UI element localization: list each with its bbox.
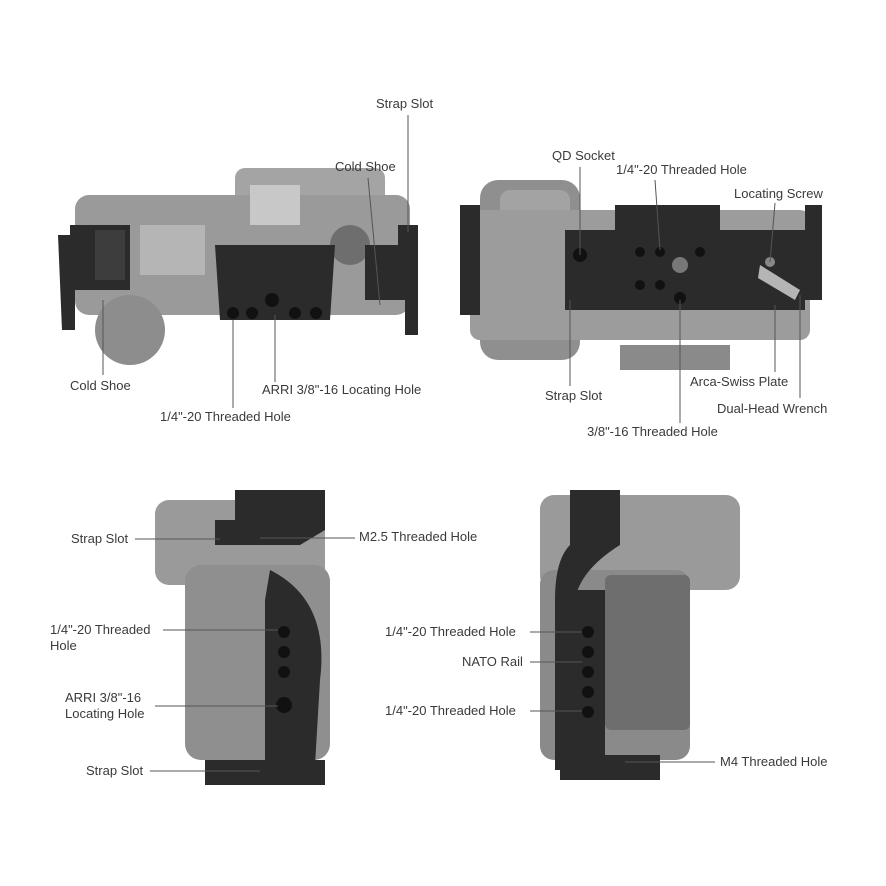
label-arri-locating-hole-top: ARRI 3/8"-16 Locating Hole xyxy=(262,382,422,397)
leader-lines xyxy=(102,115,801,772)
bottom-view-illustration xyxy=(460,180,822,370)
label-strap-slot-bottom: Strap Slot xyxy=(545,388,603,403)
label-locating-screw: Locating Screw xyxy=(734,186,823,201)
label-m4-threaded-hole: M4 Threaded Hole xyxy=(720,754,828,769)
label-cold-shoe-left: Cold Shoe xyxy=(70,378,131,393)
label-quarter-threaded-hole-side-upper: 1/4"-20 Threaded Hole xyxy=(385,624,516,639)
label-quarter-threaded-hole-bottom: 1/4"-20 Threaded Hole xyxy=(616,162,747,177)
label-arca-swiss-plate: Arca-Swiss Plate xyxy=(690,374,789,389)
label-strap-slot-top: Strap Slot xyxy=(376,96,434,111)
label-quarter-threaded-hole-grip: 1/4"-20 Threaded Hole xyxy=(50,622,151,653)
label-strap-slot-grip-bottom: Strap Slot xyxy=(86,763,144,778)
label-m25-threaded-hole: M2.5 Threaded Hole xyxy=(359,529,478,544)
label-three-eighths-threaded-hole: 3/8"-16 Threaded Hole xyxy=(587,424,718,439)
label-quarter-threaded-hole-side-lower: 1/4"-20 Threaded Hole xyxy=(385,703,516,718)
grip-side-illustration xyxy=(155,490,330,785)
label-dual-head-wrench: Dual-Head Wrench xyxy=(717,401,828,416)
label-nato-rail: NATO Rail xyxy=(462,654,523,669)
label-cold-shoe-right: Cold Shoe xyxy=(335,159,396,174)
label-strap-slot-grip-top: Strap Slot xyxy=(71,531,129,546)
left-side-illustration xyxy=(540,490,740,780)
label-quarter-threaded-hole-top: 1/4"-20 Threaded Hole xyxy=(160,409,291,424)
label-qd-socket: QD Socket xyxy=(552,148,615,163)
label-arri-locating-hole-grip: ARRI 3/8"-16 Locating Hole xyxy=(65,690,145,721)
top-view-illustration xyxy=(58,168,418,365)
